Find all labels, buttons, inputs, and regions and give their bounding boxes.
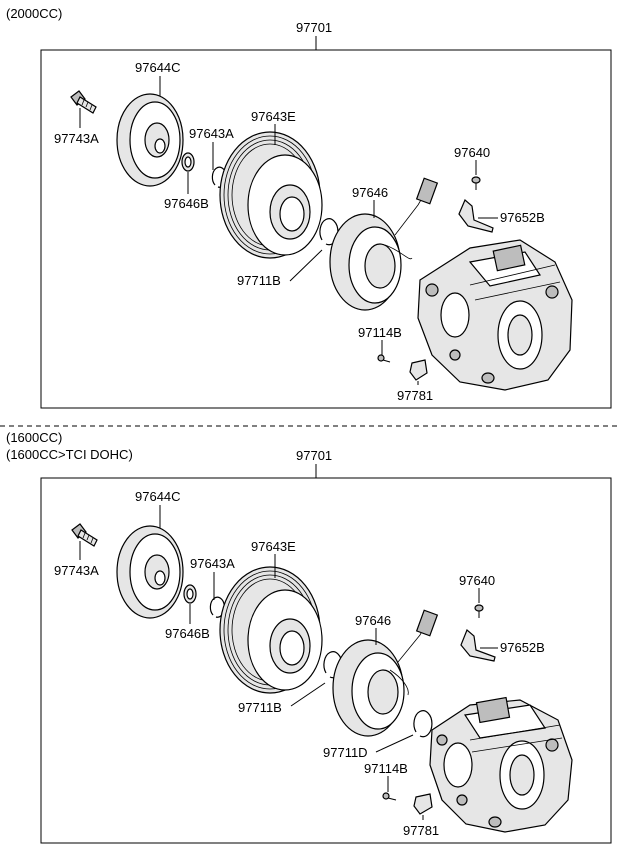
field-coil-drawing xyxy=(332,609,439,737)
bracket-bolt-drawing xyxy=(471,176,481,190)
snap-ring-d-drawing xyxy=(413,710,433,738)
screw-drawing xyxy=(382,792,397,801)
section-2000cc: (2000CC) 97701 97743A 97644C 97646B xyxy=(6,6,612,409)
label-97644c[interactable]: 97644C xyxy=(135,60,181,75)
clamp-drawing xyxy=(409,359,428,381)
label-97114b[interactable]: 97114B xyxy=(358,325,402,340)
label-97652b[interactable]: 97652B xyxy=(500,210,545,225)
shim-drawing xyxy=(183,584,197,604)
pulley-drawing xyxy=(219,566,323,694)
label-97640[interactable]: 97640 xyxy=(459,573,495,588)
section-1600cc: (1600CC) (1600CC>TCI DOHC) 97701 97743A … xyxy=(6,430,612,844)
label-97743a[interactable]: 97743A xyxy=(54,131,99,146)
bracket-bolt-drawing xyxy=(474,604,484,618)
assembly-label[interactable]: 97701 xyxy=(296,448,332,463)
variant-label[interactable]: (2000CC) xyxy=(6,6,62,21)
compressor-drawing xyxy=(417,239,573,391)
label-97711d[interactable]: 97711D xyxy=(323,745,368,760)
label-97743a[interactable]: 97743A xyxy=(54,563,99,578)
variant-label[interactable]: (1600CC) xyxy=(6,430,62,445)
screw-drawing xyxy=(377,354,391,363)
bracket-drawing xyxy=(460,628,496,662)
label-97643a[interactable]: 97643A xyxy=(190,556,235,571)
pulley-plate-drawing xyxy=(116,93,184,187)
label-97652b[interactable]: 97652B xyxy=(500,640,545,655)
label-97114b[interactable]: 97114B xyxy=(364,761,408,776)
bolt-drawing xyxy=(71,523,98,547)
label-97711b[interactable]: 97711B xyxy=(237,273,281,288)
bolt-drawing xyxy=(70,90,97,114)
label-97781[interactable]: 97781 xyxy=(403,823,439,838)
label-97643a[interactable]: 97643A xyxy=(189,126,234,141)
label-97646[interactable]: 97646 xyxy=(352,185,388,200)
assembly-frame xyxy=(40,49,612,409)
bracket-drawing xyxy=(458,199,494,233)
assembly-frame xyxy=(40,477,612,844)
label-97640[interactable]: 97640 xyxy=(454,145,490,160)
label-97646b[interactable]: 97646B xyxy=(165,626,210,641)
label-97711b[interactable]: 97711B xyxy=(238,700,282,715)
label-97644c[interactable]: 97644C xyxy=(135,489,181,504)
label-97643e[interactable]: 97643E xyxy=(251,109,296,124)
pulley-plate-drawing xyxy=(116,525,184,619)
label-97643e[interactable]: 97643E xyxy=(251,539,296,554)
variant-label-2[interactable]: (1600CC>TCI DOHC) xyxy=(6,447,133,462)
clamp-drawing xyxy=(413,793,433,815)
label-97781[interactable]: 97781 xyxy=(397,388,433,403)
pulley-drawing xyxy=(219,131,323,259)
shim-drawing xyxy=(181,152,195,172)
label-97646[interactable]: 97646 xyxy=(355,613,391,628)
label-97646b[interactable]: 97646B xyxy=(164,196,209,211)
compressor-drawing xyxy=(429,696,573,833)
assembly-label[interactable]: 97701 xyxy=(296,20,332,35)
field-coil-drawing xyxy=(329,177,439,311)
